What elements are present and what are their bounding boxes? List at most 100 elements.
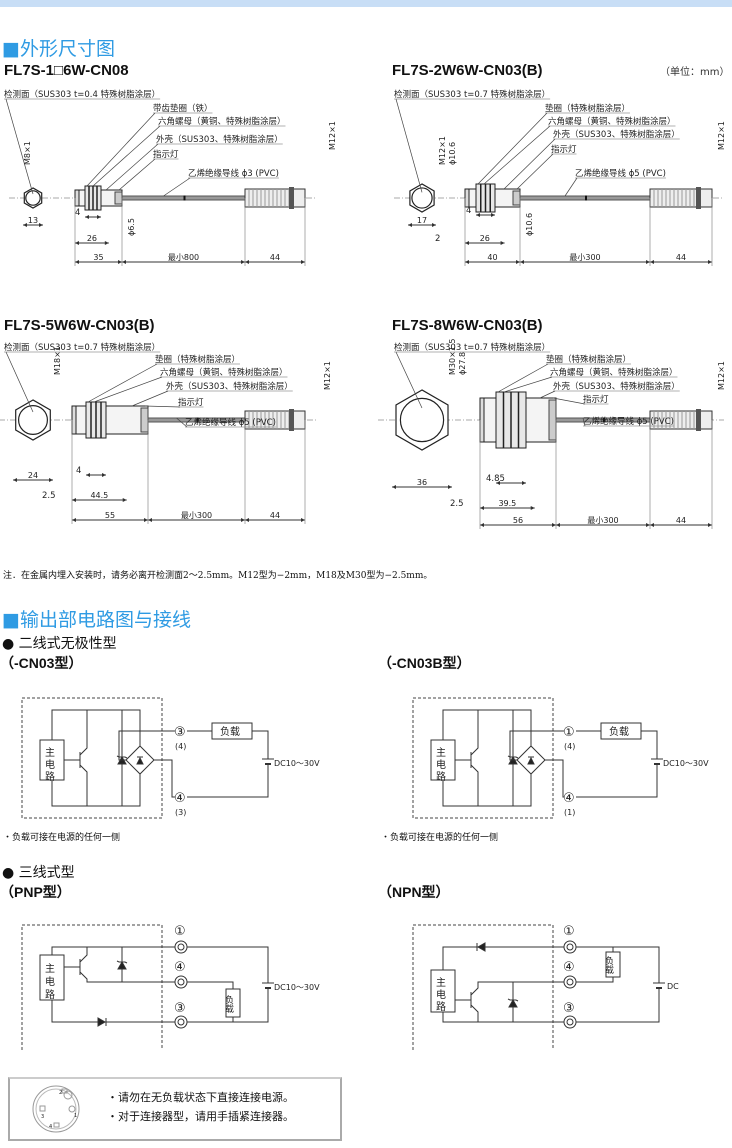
- battery-icon: [262, 758, 274, 765]
- sensor-boundary: [412, 697, 554, 819]
- callout-leader: [105, 143, 159, 191]
- callout-led: 指示灯: [583, 394, 609, 405]
- dim-connector-length: 44: [676, 516, 686, 525]
- terminal-1-alt: (4): [564, 742, 575, 751]
- transistor-icon: [64, 947, 175, 983]
- dim-body-length: 40: [487, 253, 497, 262]
- dim-cable-length: 最小300: [587, 516, 618, 525]
- pin-label: 4: [49, 1124, 52, 1130]
- connector-pin-icon: 2 1 3 4: [32, 1085, 80, 1133]
- load-label: 负载: [220, 725, 240, 738]
- hex-nut-end-view: [395, 389, 449, 451]
- callout-leader: [497, 363, 549, 393]
- supply-label: DC10～30V: [663, 759, 709, 768]
- callout-nut: 六角螺母（黄铜、特殊树脂涂层）: [548, 116, 676, 127]
- callout-shell: 外壳（SUS303、特殊树脂涂层）: [553, 129, 680, 140]
- pnp-title: （PNP型）: [0, 884, 71, 900]
- callout-led: 指示灯: [551, 144, 577, 155]
- dim-nut-thickness: 4: [76, 466, 81, 476]
- callout-leader: [92, 125, 161, 187]
- dim-nut-thickness: 4.85: [486, 474, 505, 484]
- transistor-icon: [455, 981, 564, 1022]
- cable-break-mark: [603, 417, 605, 423]
- callout-cable: 乙烯绝缘导线 ϕ5 (PVC): [185, 417, 276, 428]
- cable-break-mark: [183, 195, 186, 201]
- sensing-face: [25, 190, 41, 206]
- circuit-two-wire-cn03b: 主电路 负载 DC10～30V ① (4) ④ (1): [412, 697, 709, 819]
- indicator-light: [114, 191, 123, 205]
- top-color-bar: [0, 0, 732, 7]
- dim-connector-thread: M12×1: [323, 361, 332, 390]
- main-circuit-label: 主电路: [43, 963, 55, 1002]
- callout-nut: 六角螺母（黄铜、特殊树脂涂层）: [550, 367, 678, 378]
- bridge-rectifier-icon: [125, 745, 155, 775]
- terminal-2-alt: (3): [175, 808, 186, 817]
- callout-shell: 外壳（SUS303、特殊树脂涂层）: [553, 381, 680, 392]
- sensing-face-side: [74, 189, 80, 207]
- terminal-1-alt: (4): [175, 742, 186, 751]
- dim-diameter-top: ϕ10.6: [448, 142, 457, 165]
- dim-diameter-bottom: ϕ10.6: [525, 213, 534, 236]
- dim-thread: M18×1: [53, 346, 62, 375]
- supply-label: DC10～30V: [274, 983, 320, 992]
- dim-connector-thread: M12×1: [717, 121, 726, 150]
- load-label: 负载: [603, 955, 614, 975]
- battery-icon: [651, 758, 663, 765]
- warning-line-2: ・对于连接器型，请用手插紧连接器。: [107, 1110, 294, 1123]
- sensing-face-side: [71, 405, 77, 435]
- callout-washer: 垫圈（特殊树脂涂层）: [545, 103, 630, 114]
- section-title-dimensions: ■外形尺寸图: [2, 38, 115, 60]
- two-wire-note-right: ・负载可接在电源的任何一侧: [381, 833, 499, 843]
- callout-nut: 六角螺母（黄铜、特殊树脂涂层）: [158, 116, 286, 127]
- dim-thread: M12×1: [438, 136, 447, 165]
- pin-label: 1: [74, 1113, 77, 1119]
- sensor-boundary: [21, 924, 163, 1050]
- callout-leader: [86, 112, 156, 187]
- dim-thread-length: 26: [480, 234, 490, 243]
- callout-leader: [395, 351, 423, 409]
- callout-leader: [395, 98, 423, 193]
- terminal-2: ④: [563, 791, 575, 806]
- transistor-icon: [64, 710, 88, 806]
- dim-body-length: 56: [513, 516, 523, 525]
- npn-title: （NPN型）: [378, 884, 450, 900]
- dim-hex-width: 24: [28, 471, 38, 480]
- three-wire-heading: ● 三线式型: [2, 865, 75, 881]
- callout-leader: [564, 177, 578, 197]
- dim-diameter-bottom: ϕ6.5: [127, 218, 136, 236]
- dim-face-gap: 2.5: [450, 499, 464, 509]
- terminal-1: ①: [563, 725, 575, 740]
- dim-cable-length: 最小300: [569, 253, 600, 262]
- callout-leader: [503, 138, 556, 190]
- dim-connector-length: 44: [270, 253, 280, 262]
- cn03-title: （-CN03型）: [0, 655, 83, 671]
- callout-leader: [163, 177, 191, 197]
- terminal-4: ④: [174, 960, 186, 975]
- cable-break-mark: [196, 417, 199, 423]
- dim-face-gap: 2.5: [42, 491, 56, 501]
- callout-leader: [131, 390, 169, 407]
- callout-face: 检测面（SUS303 t=0.4 特殊树脂涂层）: [4, 89, 160, 100]
- indicator-light: [548, 399, 557, 441]
- zener-diode-icon: [116, 947, 128, 982]
- dim-thread-length: 39.5: [498, 499, 516, 508]
- indicator-light: [140, 407, 149, 433]
- circuit-two-wire-cn03: 主电路 负载 DC10～30V ③ (4) ④ (3): [21, 697, 320, 819]
- callout-leader: [118, 158, 156, 191]
- diode-icon: [476, 942, 486, 952]
- callout-cable: 乙烯绝缘导线 ϕ5 (PVC): [583, 416, 674, 427]
- dim-body-length: 35: [93, 253, 103, 262]
- dim-cable-length: 最小300: [181, 511, 212, 520]
- callout-leader: [176, 417, 188, 428]
- pin-label: 2: [59, 1090, 62, 1096]
- hex-nut-end-view: [15, 399, 51, 441]
- sensing-face: [399, 397, 445, 443]
- dim-face-gap: 2: [435, 234, 440, 244]
- callout-leader: [93, 376, 163, 403]
- section-title-circuits: ■输出部电路图与接线: [2, 609, 191, 631]
- callout-leader: [552, 397, 586, 405]
- dim-nut-thickness: 4: [75, 208, 80, 218]
- callout-leader: [483, 125, 551, 185]
